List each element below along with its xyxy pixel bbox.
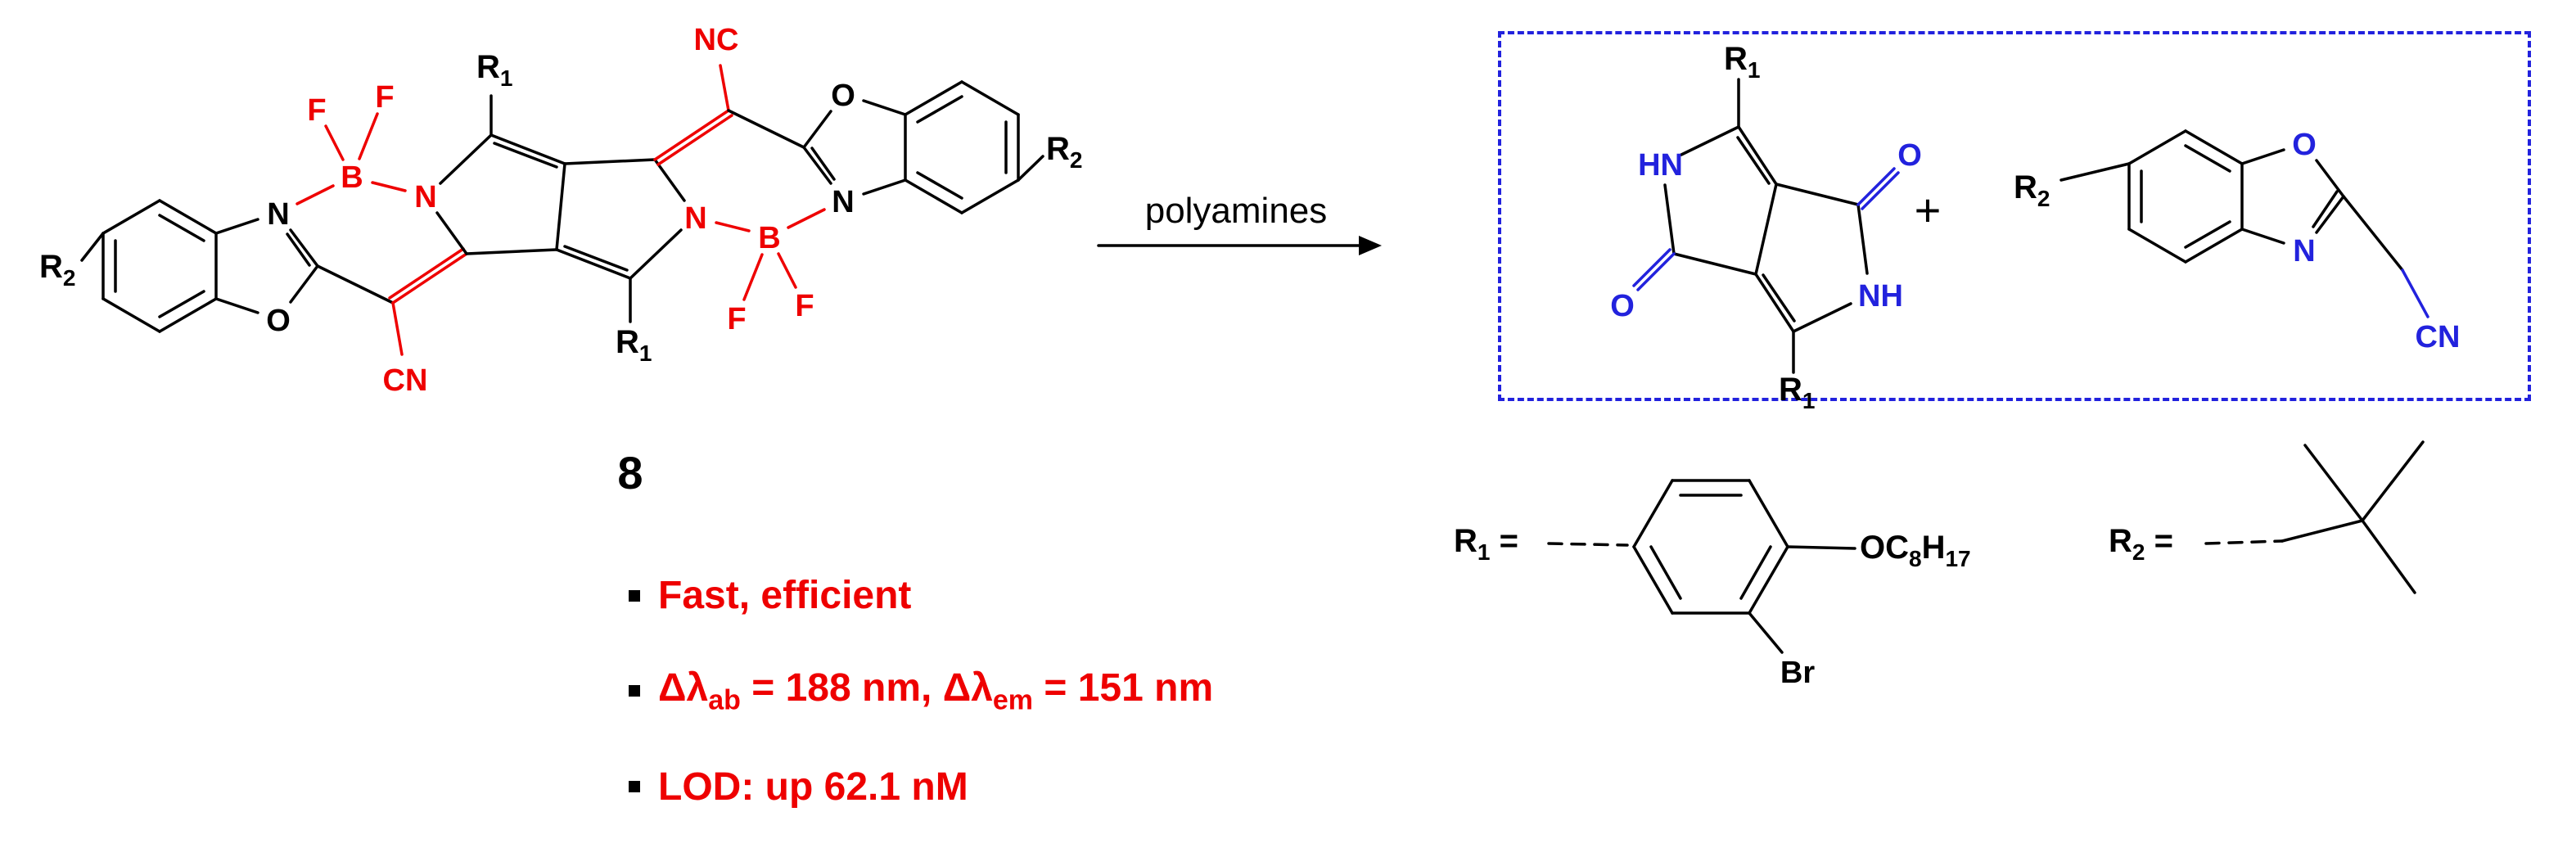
reaction-arrow-group: polyamines (1097, 191, 1382, 255)
fluorine-right-1: F (795, 289, 814, 323)
fluorine-left-2: F (375, 80, 394, 115)
r2-left-label: R2 (39, 249, 75, 291)
oxygen-oxazole: O (2292, 128, 2317, 162)
oxygen-oxazole-left: O (266, 304, 291, 338)
products-box (1498, 31, 2531, 401)
octyloxy-label: OC8H17 (1860, 530, 1971, 571)
nitrogen-oxazole-right: N (832, 185, 854, 219)
dpp-ring-bonds (1663, 78, 1869, 374)
product-dpp-structure: R1 HN O NH O R1 (1610, 41, 1922, 413)
r2-label: R2 (2014, 169, 2050, 211)
r2-definition-bonds (2204, 440, 2425, 594)
r1-top-label: R1 (476, 49, 512, 91)
oxazole-right-bonds (802, 99, 907, 196)
cyano-top-right: NC (694, 23, 739, 57)
compound-8-number: 8 (617, 447, 643, 498)
cyano-label: CN (2416, 320, 2461, 354)
acetonitrile-bond (2401, 268, 2429, 318)
bullet-text-1: Fast, efficient (658, 574, 912, 617)
plus-sign: + (1914, 184, 1942, 236)
boron-right: B (758, 221, 780, 255)
bullet-marker (629, 781, 640, 793)
nitrogen-oxazole-left: N (267, 197, 289, 232)
bullet-marker (629, 589, 640, 602)
arrow-condition-label: polyamines (1145, 191, 1328, 231)
bromine-label: Br (1780, 656, 1815, 690)
chelate-left-bonds (295, 112, 468, 356)
r1-top-label: R1 (1724, 41, 1760, 83)
nitrogen-oxazole: N (2293, 234, 2315, 268)
benzoxazole-bonds (2059, 129, 2404, 272)
pyrrolopyrrole-core-bonds (435, 94, 686, 323)
fluorine-right-2: F (727, 302, 746, 336)
chelate-right-bonds (653, 64, 826, 301)
dpp-carbonyl-bonds (1632, 167, 1900, 291)
reaction-arrow (1097, 236, 1382, 255)
compound-8-structure: R2 N O F F B N CN R1 NC N B F F N O R1 R… (39, 23, 1082, 398)
r1-equals-label: R1 = (1454, 523, 1518, 565)
amine-hn-label: HN (1638, 148, 1683, 183)
bullet-marker (629, 685, 640, 697)
cyano-bottom-left: CN (383, 363, 428, 398)
r2-equals-label: R2 = (2109, 523, 2173, 565)
benzene-right-bonds (904, 80, 1044, 214)
product-benzoxazole-structure: R2 O N CN (2014, 128, 2461, 354)
bullet-lod: LOD: up 62.1 nM (629, 765, 1213, 810)
boron-left: B (341, 160, 363, 195)
nitrogen-pyrrole-right: N (684, 201, 706, 236)
amine-nh-label: NH (1858, 279, 1903, 313)
benzene-left-bonds (80, 199, 218, 333)
oxygen-top-right: O (1897, 138, 1922, 173)
r2-right-label: R2 (1046, 131, 1082, 173)
nitrogen-pyrrole-left: N (414, 180, 436, 214)
bullet-text-3: LOD: up 62.1 nM (658, 765, 968, 809)
bullet-fast-efficient: Fast, efficient (629, 573, 1213, 618)
r1-definition-bonds (1547, 479, 1856, 654)
r1-definition: R1 = OC8H17 Br (1454, 479, 1971, 690)
oxygen-oxazole-right: O (831, 79, 855, 113)
r1-bottom-label: R1 (616, 324, 652, 366)
oxazole-left-bonds (214, 218, 319, 314)
bullet-wavelength-shift: Δλab = 188 nm, Δλem = 151 nm (629, 665, 1213, 717)
r2-definition: R2 = (2109, 440, 2425, 594)
r1-bottom-label: R1 (1779, 372, 1815, 413)
highlights-list: Fast, efficient Δλab = 188 nm, Δλem = 15… (629, 573, 1213, 857)
oxygen-bottom-left: O (1610, 289, 1635, 323)
fluorine-left-1: F (307, 93, 326, 128)
bullet-text-2: Δλab = 188 nm, Δλem = 151 nm (658, 666, 1214, 716)
